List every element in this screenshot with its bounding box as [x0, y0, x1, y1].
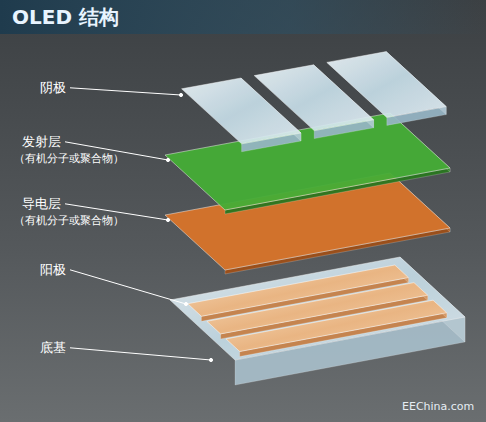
cathode-label: 阴极 — [40, 80, 66, 96]
layer-note: （有机分子或聚合物） — [14, 152, 124, 165]
leader-dot — [184, 302, 187, 305]
emissive-layer — [165, 113, 450, 214]
title-bar — [0, 0, 486, 34]
layer-label: 发射层 — [22, 134, 61, 150]
leader-dot — [179, 93, 182, 96]
anode-label: 阳极 — [40, 262, 66, 278]
layer-note: （有机分子或聚合物） — [14, 214, 124, 227]
leader-line — [70, 270, 186, 304]
watermark: EEChina.com — [402, 400, 474, 413]
leader-dot — [166, 218, 169, 221]
leader-line — [70, 348, 211, 360]
anode-strip — [226, 300, 447, 356]
leader-line — [70, 88, 181, 95]
leader-dot — [209, 358, 212, 361]
leader-dot — [166, 158, 169, 161]
title: OLED 结构 — [12, 5, 119, 29]
substrate-glass — [170, 257, 465, 385]
layer-label: 导电层 — [22, 196, 61, 212]
cathode-bar — [327, 52, 446, 126]
substrate-label: 底基 — [40, 340, 66, 356]
